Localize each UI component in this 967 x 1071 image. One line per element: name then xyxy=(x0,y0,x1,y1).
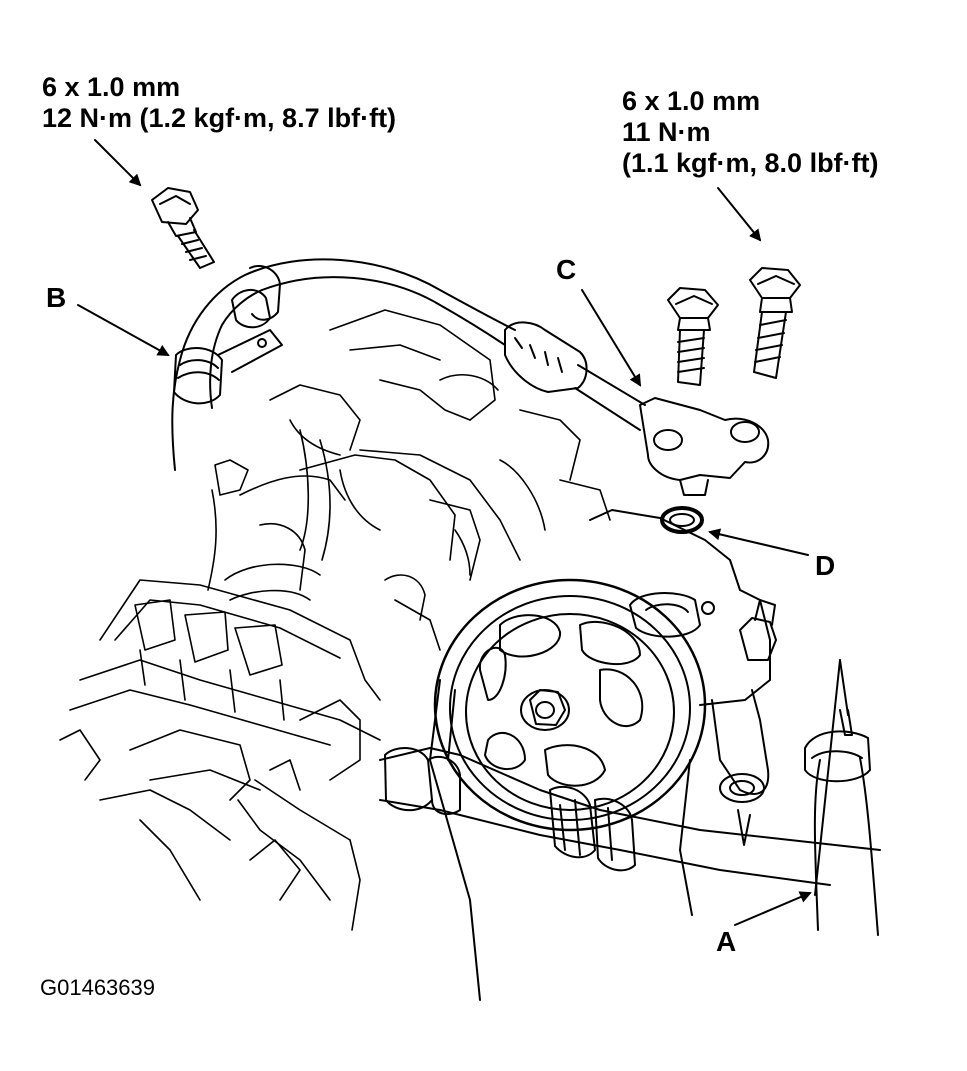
right-bolt-torque-metric: (1.1 kgf·m, 8.0 lbf·ft) xyxy=(622,148,879,178)
right-spec-leader xyxy=(717,187,762,242)
callout-b: B xyxy=(46,282,67,313)
right-bolt-2 xyxy=(749,267,801,379)
left-bolt-spec: 6 x 1.0 mm 12 N·m (1.2 kgf·m, 8.7 lbf·ft… xyxy=(42,72,396,134)
return-hose-b xyxy=(171,258,516,471)
callout-c-leader xyxy=(581,289,642,387)
right-bolt-torque: 11 N·m xyxy=(622,117,711,147)
engine-block xyxy=(207,309,611,651)
callout-a: A xyxy=(716,926,737,957)
callout-a-leader-2 xyxy=(814,659,841,896)
callout-d: D xyxy=(815,550,836,581)
callout-a-leader xyxy=(734,891,812,926)
engine-lower-left xyxy=(59,579,381,931)
left-bolt xyxy=(151,187,215,269)
left-spec-leader xyxy=(94,139,142,187)
pressure-line-c xyxy=(504,321,770,496)
pump-pulley xyxy=(429,578,707,1001)
right-bolt-spec: 6 x 1.0 mm 11 N·m (1.1 kgf·m, 8.0 lbf·ft… xyxy=(622,86,879,179)
pump-body xyxy=(589,509,777,846)
callout-c: C xyxy=(556,254,577,285)
right-bolt-size: 6 x 1.0 mm xyxy=(622,86,761,116)
figure-id: G01463639 xyxy=(40,975,155,1000)
left-bolt-size: 6 x 1.0 mm xyxy=(42,72,181,102)
return-hose-a xyxy=(379,709,881,936)
callout-b-leader xyxy=(77,304,170,356)
left-bolt-torque: 12 N·m (1.2 kgf·m, 8.7 lbf·ft) xyxy=(42,103,397,133)
right-bolt-1 xyxy=(667,287,719,386)
callout-d-leader xyxy=(708,528,809,556)
